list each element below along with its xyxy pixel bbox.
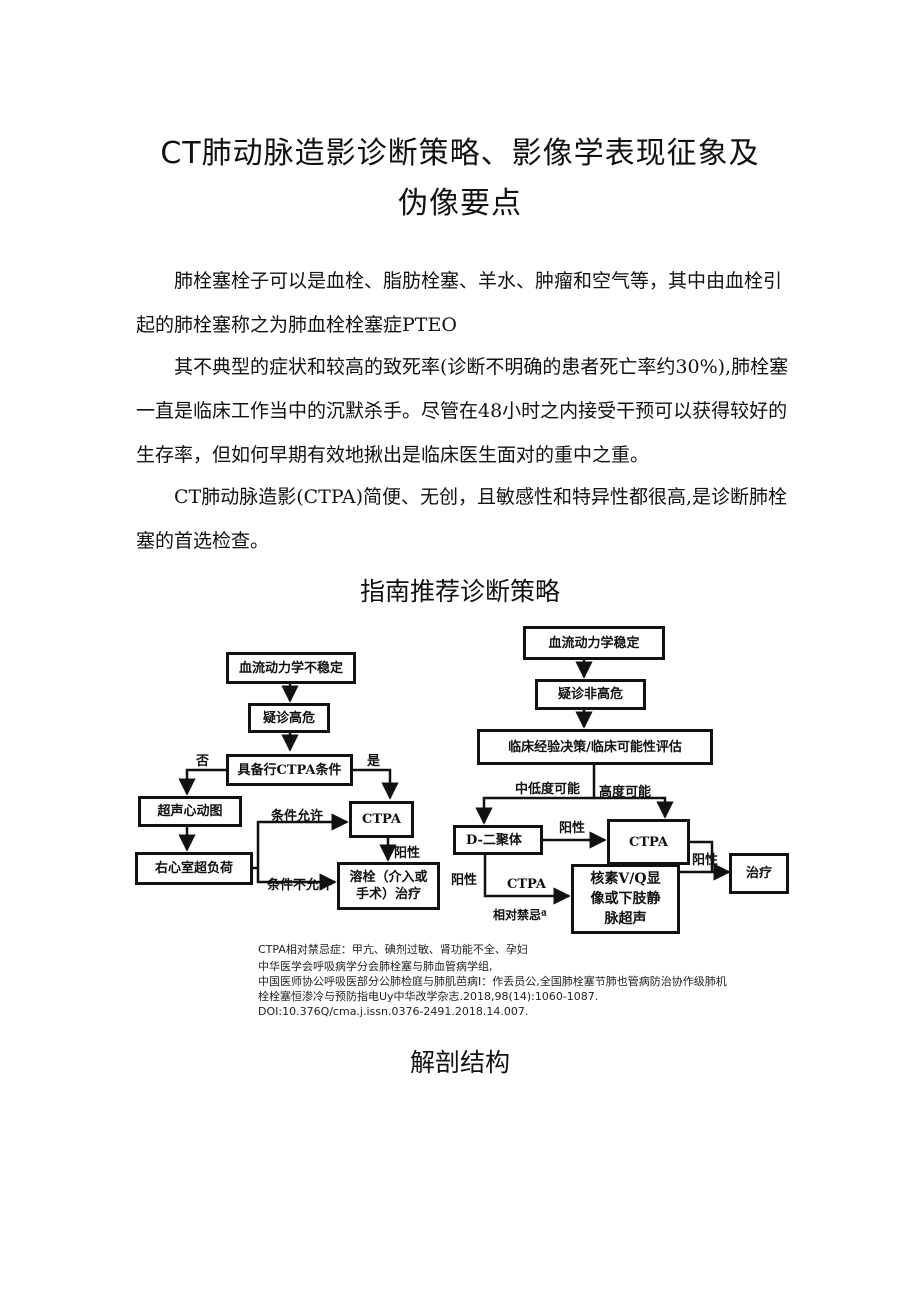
- label-no: 否: [196, 754, 210, 769]
- box-echocardiogram: 超声心动图: [138, 796, 242, 827]
- label-positive-3: 阳性: [451, 873, 478, 888]
- flowchart-connectors: [178, 660, 731, 905]
- label-positive-1: 阳性: [559, 821, 586, 836]
- note-reference-1: 中华医学会呼吸病学分会肺栓塞与肺血管病学组,: [258, 960, 493, 973]
- label-relative-contraindication: 相对禁忌ª: [493, 908, 547, 922]
- label-ctpa-2: CTPA: [507, 877, 546, 892]
- paragraph-3-text: CT肺动脉造影(CTPA)简便、无创，且敏感性和特异性都很高,是诊断肺栓塞的首选…: [136, 486, 788, 552]
- box-treatment: 治疗: [729, 853, 789, 894]
- note-reference-3: 栓栓塞恒渗冷与预防指电Uy中华改学杂志.2018,98(14):1060-108…: [258, 990, 599, 1003]
- box-hemodynamic-unstable: 血流动力学不稳定: [226, 652, 356, 684]
- note-doi: DOI:10.376Q∕cma.j.issn.0376-2491.2018.14…: [258, 1005, 529, 1018]
- note-reference-2: 中国医师协公呼吸医部分公肺检庭与肺肌芭病I：作丢员公,全国肺栓塞节肺也管病防治协…: [258, 975, 727, 988]
- label-yes: 是: [367, 754, 381, 769]
- paragraph-3: CT肺动脉造影(CTPA)简便、无创，且敏感性和特异性都很高,是诊断肺栓塞的首选…: [136, 475, 796, 563]
- paragraph-2-text: 其不典型的症状和较高的致死率(诊断不明确的患者死亡率约30%),肺栓塞一直是临床…: [136, 356, 789, 466]
- label-positive-2: 阳性: [692, 853, 719, 868]
- box-ctpa-right: CTPA: [607, 819, 690, 865]
- box-ctpa-condition: 具备行CTPA条件: [226, 754, 353, 786]
- paragraph-1: 肺栓塞栓子可以是血栓、脂肪栓塞、羊水、肿瘤和空气等，其中由血栓引起的肺栓塞称之为…: [136, 259, 796, 347]
- box-hemodynamic-stable: 血流动力学稳定: [523, 626, 665, 660]
- section-heading-strategy: 指南推荐诊断策略: [359, 577, 560, 606]
- label-positive-left: 阳性: [394, 846, 421, 861]
- box-vq-or-ultrasound: 核素V/Q显像或下肢静脉超声: [571, 864, 680, 934]
- page-title-line1: CT肺动脉造影诊断策略、影像学表现征象及: [160, 136, 760, 171]
- paragraph-2: 其不典型的症状和较高的致死率(诊断不明确的患者死亡率约30%),肺栓塞一直是临床…: [136, 345, 796, 477]
- label-conditions-allowed: 条件允许: [271, 809, 324, 824]
- label-high-probability: 高度可能: [599, 785, 652, 800]
- note-contraindications: CTPA相对禁忌症：甲亢、碘剂过敏、肾功能不全、孕妇: [258, 943, 528, 956]
- box-suspect-high-risk: 疑诊高危: [248, 703, 330, 733]
- paragraph-1-text: 肺栓塞栓子可以是血栓、脂肪栓塞、羊水、肿瘤和空气等，其中由血栓引起的肺栓塞称之为…: [136, 270, 783, 336]
- section-heading-anatomy: 解剖结构: [409, 1048, 510, 1077]
- box-suspect-non-high-risk: 疑诊非高危: [535, 679, 646, 710]
- box-clinical-evaluation: 临床经验决策/临床可能性评估: [477, 729, 713, 765]
- page-title-line2: 伪像要点: [398, 186, 522, 221]
- label-low-medium-probability: 中低度可能: [515, 782, 581, 797]
- label-conditions-not-allowed: 条件不允许: [267, 878, 333, 893]
- box-rv-overload: 右心室超负荷: [135, 852, 253, 885]
- box-thrombolysis-treatment: 溶栓（介入或手术）治疗: [337, 862, 440, 910]
- box-ctpa-left: CTPA: [349, 801, 414, 838]
- box-d-dimer: D-二聚体: [453, 825, 543, 855]
